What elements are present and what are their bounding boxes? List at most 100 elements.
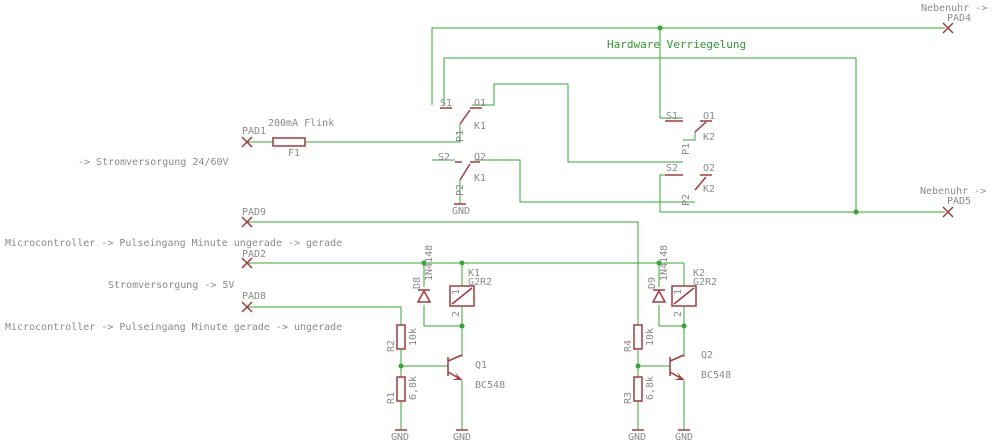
- gnd-label-q2: GND: [675, 432, 693, 443]
- pad9-label: PAD9: [242, 207, 266, 218]
- relay-k1-type: G2R2: [468, 277, 492, 288]
- wire-k1p1-fuse: [305, 124, 461, 143]
- junction: [853, 209, 859, 215]
- junction: [635, 363, 641, 369]
- wire-pad9-r4: [247, 221, 639, 325]
- relay-coil-k2-slash: [673, 287, 695, 305]
- relay-k2-pin1: 1: [673, 289, 684, 295]
- transistor-q1-type: BC548: [475, 380, 505, 391]
- wires: [247, 27, 945, 430]
- junction: [459, 323, 465, 329]
- k2b-switch: [665, 174, 712, 191]
- resistor-r4-value: 10k: [645, 328, 656, 346]
- fuse-name: F1: [288, 148, 300, 159]
- resistor-r3: [633, 376, 643, 402]
- gnd-label-k1: GND: [452, 206, 470, 217]
- relay-k1-name: K1: [468, 268, 480, 279]
- pad9-marker: [241, 216, 253, 228]
- pad1-label: PAD1: [242, 126, 266, 137]
- relay-contact-k1a: [440, 107, 482, 125]
- pad1-marker: [241, 136, 253, 148]
- note-mc-ungerade: Microcontroller -> Pulseingang Minute un…: [5, 238, 342, 249]
- relay-k2-type: G2R2: [693, 277, 717, 288]
- pad4-label: PAD4: [947, 13, 971, 24]
- pads: [241, 22, 954, 313]
- transistor-q1-name: Q1: [475, 360, 487, 371]
- fuse-f1: [272, 137, 306, 147]
- k1b-switch: [455, 161, 480, 181]
- wire-k2p1: [683, 132, 696, 141]
- resistor-r4: [633, 324, 643, 350]
- diode-d8-type: 1N4148: [424, 245, 435, 281]
- k1b-s-label: S2: [438, 152, 450, 163]
- relay-coil-k1: [449, 285, 475, 307]
- diode-d9-name: D9: [647, 277, 658, 289]
- junction: [421, 260, 427, 266]
- k1a-o-label: O1: [474, 98, 486, 109]
- k2a-switch: [665, 120, 712, 133]
- relay-k1-pin1: 1: [451, 289, 462, 295]
- k1b-o-label: O2: [474, 152, 486, 163]
- junction: [656, 260, 662, 266]
- q1-arrow: [452, 372, 462, 380]
- q2-body: [669, 354, 685, 381]
- relay-k2-name: K2: [693, 268, 705, 279]
- diagram-title: Hardware Verriegelung: [607, 38, 746, 51]
- k1a-s-label: S1: [440, 98, 452, 109]
- wire-top-pad4: [431, 27, 945, 105]
- relay-coil-k2: [671, 285, 697, 307]
- resistor-r3-name: R3: [623, 392, 634, 404]
- note-stromversorgung-24: -> Stromversorgung 24/60V: [78, 157, 229, 168]
- relay-coil-k1-slash: [451, 287, 473, 305]
- resistor-r2: [396, 324, 406, 350]
- resistor-r3-value: 6,8k: [645, 376, 656, 400]
- k2a-p-label: P1: [681, 143, 692, 155]
- gnd-label-r3: GND: [628, 432, 646, 443]
- junction: [398, 363, 404, 369]
- k2a-name: K2: [703, 132, 715, 143]
- gnd-label-r1: GND: [391, 432, 409, 443]
- diode-d9-type: 1N4148: [659, 245, 670, 281]
- k2b-p-label: P2: [681, 194, 692, 206]
- wire-d8-k1: [423, 305, 462, 327]
- transistor-q2-type: BC548: [701, 370, 731, 381]
- relay-contact-k2a: [665, 120, 712, 133]
- q2-arrow: [674, 372, 684, 380]
- resistor-r1-name: R1: [386, 392, 397, 404]
- pad8-marker: [241, 301, 253, 313]
- pad2-label: PAD2: [242, 249, 266, 260]
- note-nebenuhr-2: Nebenuhr ->: [920, 186, 986, 197]
- note-stromversorgung-5: Stromversorgung -> 5V: [108, 280, 234, 291]
- junctions: [398, 25, 859, 369]
- note-mc-gerade: Microcontroller -> Pulseingang Minute ge…: [5, 322, 342, 333]
- fuse-value: 200mA Flink: [268, 118, 334, 129]
- pad5-marker: [942, 206, 954, 218]
- diode-d8: [416, 289, 432, 303]
- k2b-s-label: S2: [666, 163, 678, 174]
- transistor-q2: [669, 354, 685, 381]
- junction: [459, 260, 465, 266]
- wire-k1o2-k2p2: [475, 159, 695, 203]
- k1a-switch: [440, 107, 482, 125]
- relay-k1-pin2: 2: [451, 311, 462, 317]
- resistor-r2-name: R2: [386, 340, 397, 352]
- pad5-label: PAD5: [947, 196, 971, 207]
- q1-body: [447, 354, 463, 381]
- resistor-r2-value: 10k: [408, 328, 419, 346]
- note-nebenuhr-1: Nebenuhr ->: [921, 3, 987, 14]
- relay-contact-k2b: [665, 174, 712, 191]
- k1a-name: K1: [474, 121, 486, 132]
- relay-k2-pin2: 2: [673, 311, 684, 317]
- wire-interlock: [443, 57, 857, 212]
- k1a-p-label: P1: [455, 130, 466, 142]
- k1b-name: K1: [474, 173, 486, 184]
- junction: [681, 323, 687, 329]
- k2b-name: K2: [703, 184, 715, 195]
- diode-d9: [651, 289, 667, 303]
- relay-contact-k1b: [455, 161, 480, 181]
- resistor-r1-value: 6,8k: [408, 376, 419, 400]
- wire-k1o1-k2s2: [472, 83, 683, 163]
- resistor-r4-name: R4: [623, 340, 634, 352]
- pad8-label: PAD8: [242, 291, 266, 302]
